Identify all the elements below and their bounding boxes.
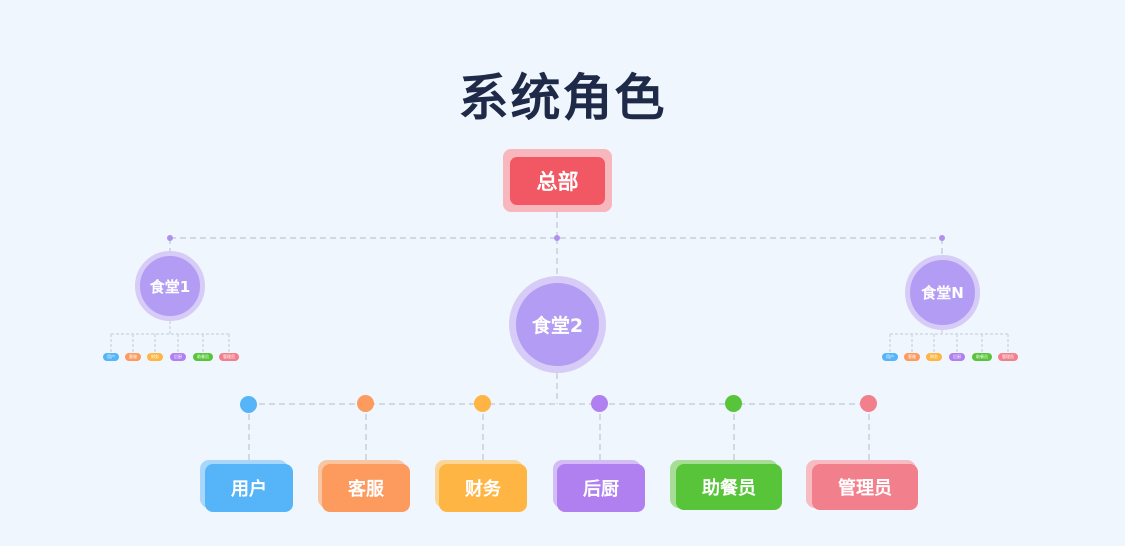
- mini-role-service: 客服: [125, 353, 141, 361]
- headquarters-node: 总部: [510, 157, 605, 205]
- mini-role-helper: 助餐员: [193, 353, 213, 361]
- canteen-1-node: 食堂1: [135, 251, 205, 321]
- mini-role-helper: 助餐员: [972, 353, 992, 361]
- junction-dot-finance: [474, 395, 491, 412]
- canteen-n-node: 食堂N: [905, 255, 980, 330]
- page-title: 系统角色: [458, 69, 667, 127]
- role-service-box: 客服: [322, 464, 410, 512]
- mini-role-admin: 管理员: [219, 353, 239, 361]
- junction-dot-helper: [725, 395, 742, 412]
- mini-role-admin: 管理员: [998, 353, 1018, 361]
- mini-role-finance: 财务: [147, 353, 163, 361]
- mini-role-user: 用户: [103, 353, 119, 361]
- mini-role-kitchen: 后厨: [170, 353, 186, 361]
- mini-role-kitchen: 后厨: [949, 353, 965, 361]
- canteen-2-node: 食堂2: [509, 276, 606, 373]
- role-kitchen-box: 后厨: [557, 464, 645, 512]
- mini-role-service: 客服: [904, 353, 920, 361]
- mini-role-finance: 财务: [926, 353, 942, 361]
- role-finance-box: 财务: [439, 464, 527, 512]
- role-helper-box: 助餐员: [676, 464, 782, 510]
- role-user-box: 用户: [205, 464, 293, 512]
- junction-dot-user: [240, 396, 257, 413]
- mini-role-user: 用户: [882, 353, 898, 361]
- junction-dot-kitchen: [591, 395, 608, 412]
- junction-dot-admin: [860, 395, 877, 412]
- role-admin-box: 管理员: [812, 464, 918, 510]
- junction-dot-service: [357, 395, 374, 412]
